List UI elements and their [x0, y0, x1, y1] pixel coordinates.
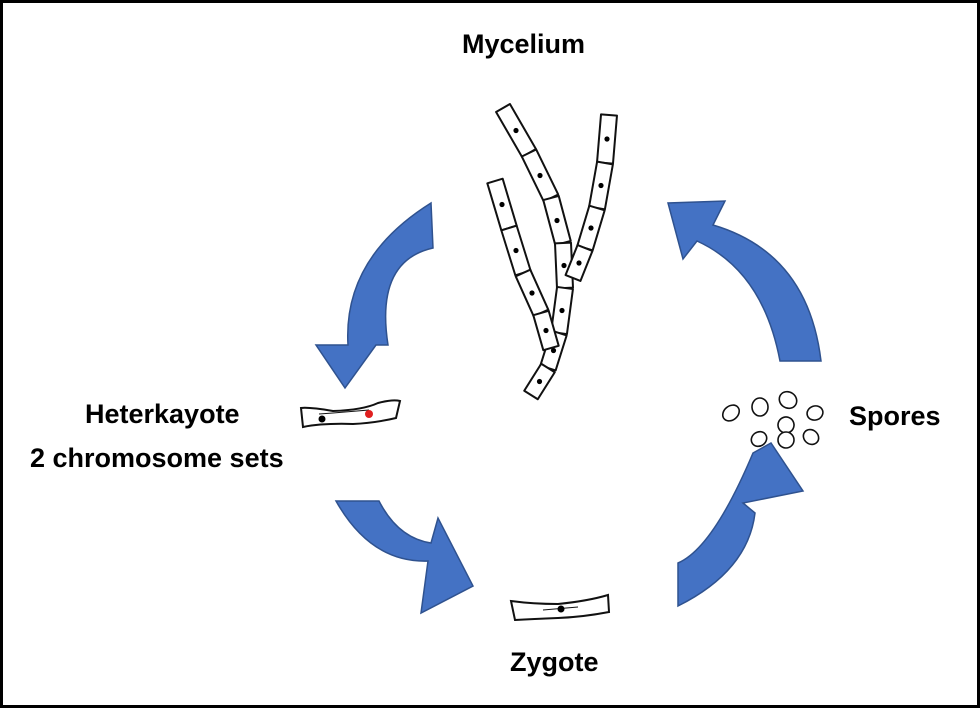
heterkaryote-nucleus-black	[318, 415, 326, 423]
hypha-nucleus	[537, 172, 543, 179]
heterkaryote-cell-outline	[299, 399, 402, 429]
hypha-nucleus	[554, 217, 560, 224]
zygote-cell	[509, 593, 611, 622]
spores-label: Spores	[849, 401, 941, 431]
heterkaryote-nucleus-red	[365, 410, 373, 418]
arrow-zygote-to-spores	[677, 442, 805, 608]
hypha-nucleus	[588, 225, 594, 231]
spore	[750, 430, 768, 448]
life-cycle-artwork	[299, 102, 824, 622]
spores-cluster	[721, 390, 824, 449]
hypha-nucleus	[559, 307, 565, 314]
chromosome-sets-label: 2 chromosome sets	[30, 443, 284, 473]
hypha-nucleus	[550, 347, 557, 354]
spore	[777, 431, 795, 449]
spore	[751, 397, 769, 417]
hypha-nucleus	[499, 201, 505, 208]
zygote-nucleus	[557, 605, 565, 613]
arrow-mycelium-to-heterkaryote	[314, 201, 434, 390]
spore	[802, 428, 820, 446]
spore	[806, 405, 824, 421]
mycelium-label: Mycelium	[462, 29, 586, 59]
hypha-nucleus	[576, 260, 582, 266]
heterkaryote-cell	[299, 399, 402, 429]
heterkaryote-label: Heterkayote	[85, 399, 240, 429]
cycle-arrows	[314, 200, 822, 615]
hypha-nucleus	[598, 182, 604, 189]
arrow-heterkaryote-to-zygote	[334, 500, 475, 615]
hypha-nucleus	[513, 127, 519, 134]
hypha-nucleus	[561, 262, 567, 269]
spore	[778, 390, 798, 410]
zygote-label: Zygote	[510, 647, 599, 677]
hypha-nucleus	[543, 327, 549, 334]
hypha-nucleus	[529, 290, 535, 296]
spore	[721, 404, 741, 422]
hypha-nucleus	[604, 136, 610, 142]
hypha-nucleus	[513, 247, 519, 254]
hypha-nucleus	[536, 378, 543, 385]
arrow-spores-to-mycelium	[667, 200, 822, 362]
mycelium-illustration	[486, 102, 618, 401]
